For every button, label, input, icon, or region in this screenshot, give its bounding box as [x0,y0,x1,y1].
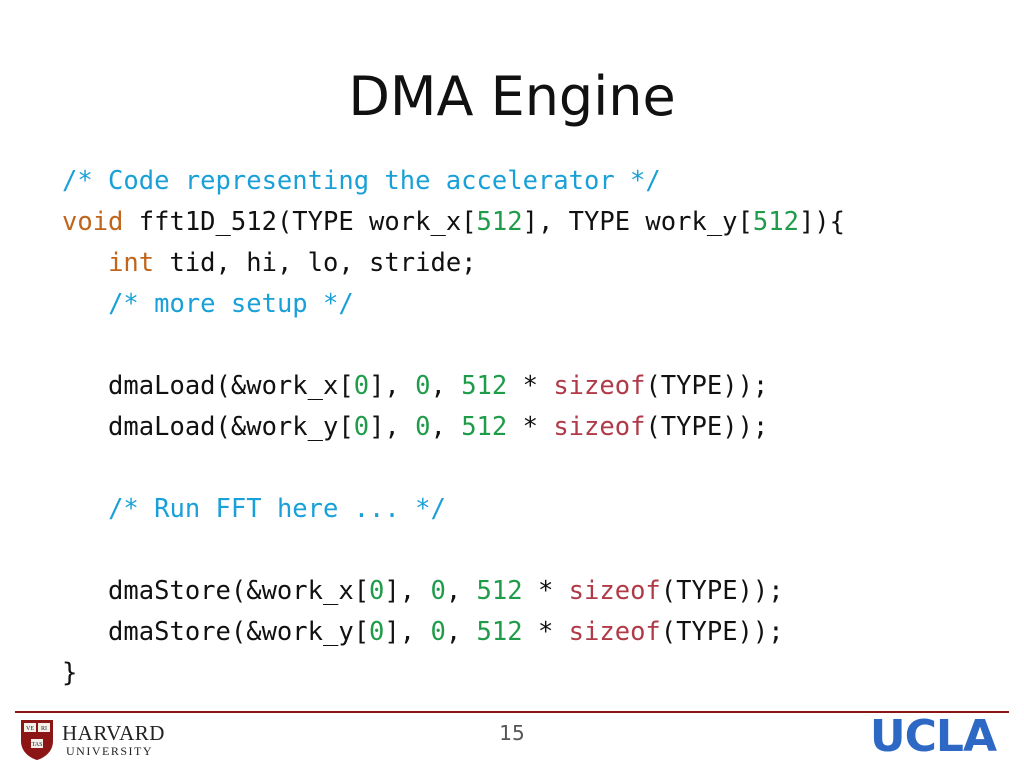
code-token-number: 0 [430,576,446,606]
code-token-number: 0 [369,576,385,606]
harvard-wordmark: HARVARD UNIVERSITY [62,722,165,758]
footer-divider [15,711,1009,713]
code-block: /* Code representing the accelerator */ v… [62,161,1002,694]
code-token-plain: ], [384,617,431,647]
code-token-plain: ], [369,371,416,401]
code-token-plain: (TYPE)); [645,412,769,442]
code-line: } [62,653,1002,694]
code-token-builtin: sizeof [568,576,661,606]
code-token-number: 512 [752,207,799,237]
code-line [62,325,1002,366]
code-token-plain: * [507,371,554,401]
code-token-number: 512 [476,576,523,606]
code-token-number: 512 [461,412,508,442]
code-token-plain: } [62,658,78,688]
shield-text-ri: RI [41,726,47,732]
code-token-number: 512 [476,617,523,647]
code-token-plain: * [522,617,569,647]
ucla-logo: UCLA [869,711,997,762]
code-token-comment: /* Code representing the accelerator */ [62,166,661,196]
code-token-number: 0 [353,371,370,401]
code-line: /* Code representing the accelerator */ [62,161,1002,202]
code-token-plain: ]){ [798,207,846,237]
code-token-builtin: sizeof [568,617,661,647]
code-token-plain [62,248,108,278]
code-token-builtin: sizeof [553,412,646,442]
code-token-plain: , [430,412,462,442]
slide-title: DMA Engine [348,65,676,128]
code-token-builtin: sizeof [553,371,646,401]
code-token-number: 0 [369,617,385,647]
code-token-plain: dmaLoad(&work_x[ [62,371,354,401]
code-line: /* Run FFT here ... */ [62,489,1002,530]
code-token-plain: fft1D_512(TYPE work_x[ [123,207,477,237]
code-token-plain: ], TYPE work_y[ [522,207,753,237]
code-token-plain: * [507,412,554,442]
code-token-plain: ], [369,412,416,442]
code-token-plain: (TYPE)); [660,576,784,606]
code-token-plain: , [445,576,477,606]
code-token-number: 512 [461,371,508,401]
code-token-number: 0 [353,412,370,442]
harvard-logo: VE RI TAS HARVARD UNIVERSITY [20,718,165,762]
shield-text-tas: TAS [32,742,43,748]
code-token-plain: tid, hi, lo, stride; [154,248,477,278]
code-line [62,530,1002,571]
shield-text-ve: VE [26,726,34,732]
code-token-plain: dmaStore(&work_x[ [62,576,370,606]
code-token-plain: * [522,576,569,606]
code-token-plain: , [445,617,477,647]
code-token-plain: dmaStore(&work_y[ [62,617,370,647]
code-line: dmaStore(&work_x[0], 0, 512 * sizeof(TYP… [62,571,1002,612]
code-line: void fft1D_512(TYPE work_x[512], TYPE wo… [62,202,1002,243]
harvard-veritas-shield-icon: VE RI TAS [21,720,53,760]
code-line: dmaStore(&work_y[0], 0, 512 * sizeof(TYP… [62,612,1002,653]
harvard-wordmark-bottom: UNIVERSITY [66,744,153,758]
code-line: dmaLoad(&work_x[0], 0, 512 * sizeof(TYPE… [62,366,1002,407]
code-token-number: 0 [415,412,431,442]
code-line: int tid, hi, lo, stride; [62,243,1002,284]
code-token-keyword: int [108,248,155,278]
code-token-number: 512 [476,207,523,237]
code-token-plain: ], [384,576,431,606]
code-token-keyword: void [62,207,124,237]
code-token-plain [62,289,108,319]
code-token-comment: /* Run FFT here ... */ [108,494,446,524]
code-token-plain: dmaLoad(&work_y[ [62,412,354,442]
code-line: dmaLoad(&work_y[0], 0, 512 * sizeof(TYPE… [62,407,1002,448]
code-token-comment: /* more setup */ [108,289,354,319]
slide-number: 15 [499,721,525,745]
code-token-number: 0 [415,371,431,401]
code-token-number: 0 [430,617,446,647]
code-token-plain: (TYPE)); [660,617,784,647]
code-line [62,448,1002,489]
code-token-plain [62,494,108,524]
harvard-wordmark-top: HARVARD [62,721,165,745]
code-token-plain: , [430,371,462,401]
code-token-plain: (TYPE)); [645,371,769,401]
code-line: /* more setup */ [62,284,1002,325]
